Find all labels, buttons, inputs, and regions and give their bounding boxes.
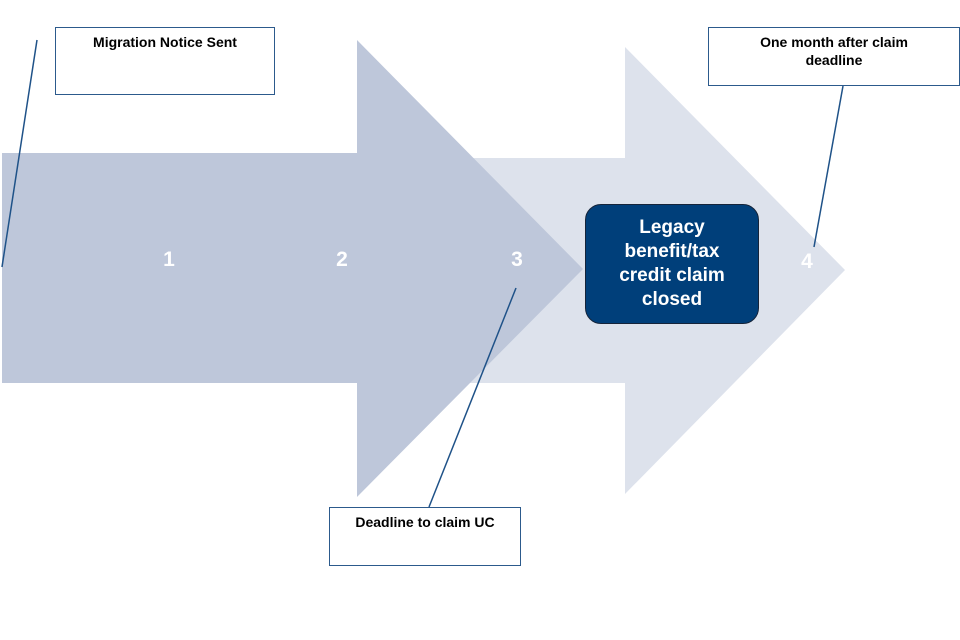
- step-number-3: 3: [511, 248, 523, 271]
- step-number-2: 2: [336, 248, 348, 271]
- callout-one-month-label: One month after claim deadline: [760, 34, 908, 68]
- callout-line-migration-notice: [1, 39, 38, 268]
- callout-migration-notice-label: Migration Notice Sent: [93, 34, 237, 50]
- claim-closed-box: Legacy benefit/tax credit claim closed: [585, 204, 759, 324]
- claim-closed-label: Legacy benefit/tax credit claim closed: [619, 217, 725, 310]
- step-number-4: 4: [801, 250, 813, 273]
- callout-deadline-label: Deadline to claim UC: [355, 514, 495, 530]
- step-number-1: 1: [163, 248, 175, 271]
- callout-deadline: Deadline to claim UC: [329, 507, 521, 566]
- callout-one-month: One month after claim deadline: [708, 27, 960, 86]
- callout-line-deadline: [428, 287, 517, 508]
- callout-line-one-month: [813, 85, 844, 248]
- primary-arrow: [2, 40, 583, 497]
- callout-migration-notice: Migration Notice Sent: [55, 27, 275, 95]
